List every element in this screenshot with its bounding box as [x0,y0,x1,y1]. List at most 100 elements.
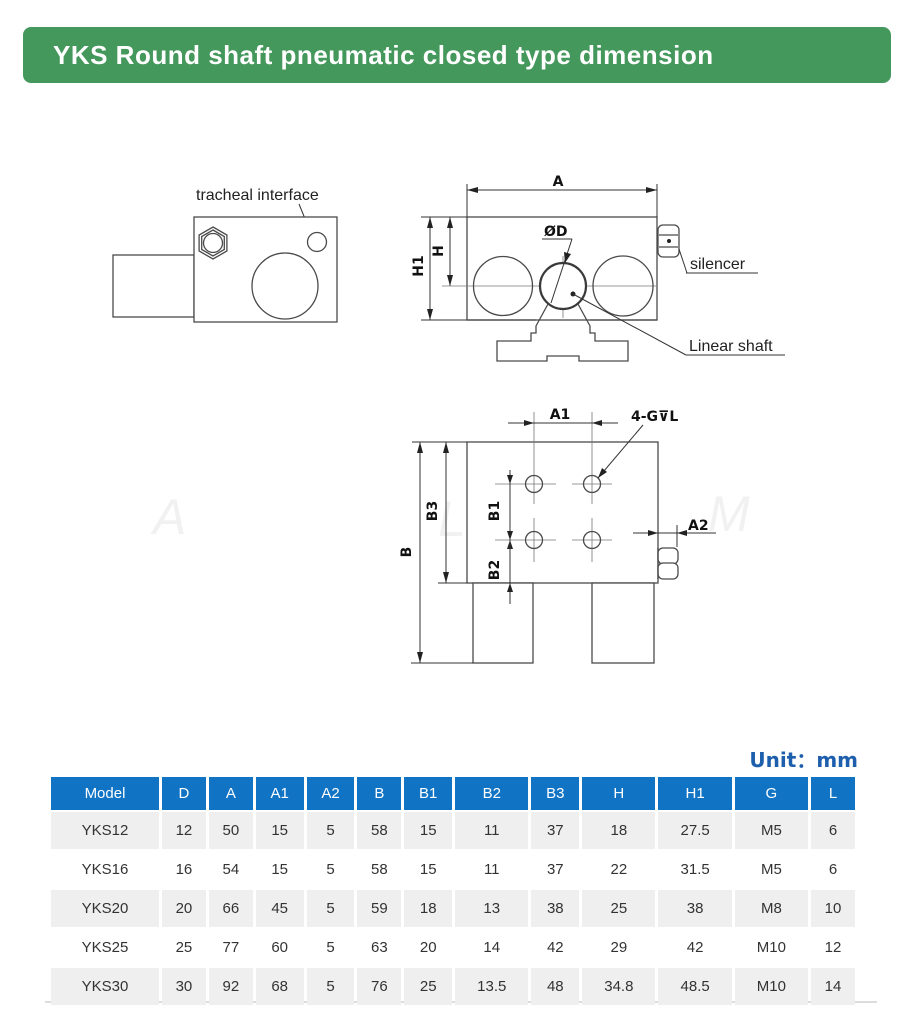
value-cell: M5 [734,851,809,888]
column-header: H [582,777,656,810]
left-piston-circle [472,255,534,317]
watermark-letter: L [438,491,466,547]
value-cell: 5 [306,968,355,1005]
linear-shaft-circle [538,261,588,311]
dim-a1: A1 [550,407,571,423]
value-cell: 22 [582,851,656,888]
linear-shaft-label: Linear shaft [689,338,773,355]
value-cell: 38 [658,890,732,927]
value-cell: 63 [357,929,402,966]
column-header: B1 [404,777,453,810]
dim-h1: H1 [411,255,427,276]
value-cell: 18 [582,812,656,849]
dim-b1: B1 [487,501,503,521]
value-cell: 68 [255,968,304,1005]
page-title: YKS Round shaft pneumatic closed type di… [53,39,714,70]
value-cell: 15 [255,851,304,888]
value-cell: M5 [734,812,809,849]
page-title-banner: YKS Round shaft pneumatic closed type di… [23,27,891,83]
top-view: A1 4-G⊽L B3 B B1 [399,407,716,664]
value-cell: 12 [811,929,855,966]
column-header: Model [51,777,159,810]
technical-drawing: tracheal interface A [112,174,785,664]
value-cell: 30 [162,968,206,1005]
value-cell: 15 [255,812,304,849]
thread-note: 4-G⊽L [631,409,678,425]
column-header: L [811,777,855,810]
tracheal-port-circle [306,231,328,253]
value-cell: 15 [404,812,453,849]
hex-nut [198,226,228,260]
value-cell: 6 [811,812,855,849]
value-cell: 54 [208,851,253,888]
right-piston-circle [592,255,654,317]
mount-hole [524,530,544,550]
value-cell: 45 [255,890,304,927]
value-cell: 27.5 [658,812,732,849]
column-header: A2 [306,777,355,810]
value-cell: 59 [357,890,402,927]
value-cell: 12 [162,812,206,849]
value-cell: 25 [404,968,453,1005]
silencer-top [657,562,679,580]
silencer-top [657,547,679,565]
value-cell: 60 [255,929,304,966]
value-cell: 76 [357,968,402,1005]
dim-h: H [431,245,447,257]
value-cell: 37 [531,851,580,888]
value-cell: M8 [734,890,809,927]
column-header: B3 [531,777,580,810]
value-cell: M10 [734,968,809,1005]
model-cell: YKS20 [51,890,159,927]
front-view: A H1 H ØD [411,174,785,362]
value-cell: 16 [162,851,206,888]
column-header: H1 [658,777,732,810]
value-cell: 18 [404,890,453,927]
value-cell: 92 [208,968,253,1005]
column-header: A [208,777,253,810]
value-cell: 48 [531,968,580,1005]
unit-label: Unit：mm [749,748,858,772]
value-cell: 48.5 [658,968,732,1005]
value-cell: 20 [404,929,453,966]
value-cell: 25 [162,929,206,966]
watermark-letter: A [153,489,187,545]
mount-hole [524,474,544,494]
dim-b2: B2 [487,560,503,580]
value-cell: 14 [455,929,529,966]
value-cell: 13 [455,890,529,927]
value-cell: 38 [531,890,580,927]
value-cell: 42 [658,929,732,966]
right-leg [591,582,655,664]
model-cell: YKS25 [51,929,159,966]
column-header: D [162,777,206,810]
value-cell: 13.5 [455,968,529,1005]
model-cell: YKS16 [51,851,159,888]
value-cell: 6 [811,851,855,888]
dim-d: ØD [544,224,568,240]
value-cell: 77 [208,929,253,966]
model-cell: YKS12 [51,812,159,849]
silencer-label: silencer [690,256,746,273]
model-cell: YKS30 [51,968,159,1005]
dim-a2: A2 [688,518,709,534]
value-cell: 10 [811,890,855,927]
value-cell: 58 [357,812,402,849]
column-header: A1 [255,777,304,810]
mounting-base [496,303,629,362]
mount-hole [582,530,602,550]
value-cell: 11 [455,812,529,849]
tracheal-interface-label: tracheal interface [196,187,319,204]
side-view: tracheal interface [112,187,338,323]
dim-a: A [553,174,564,190]
column-header: B [357,777,402,810]
value-cell: 15 [404,851,453,888]
